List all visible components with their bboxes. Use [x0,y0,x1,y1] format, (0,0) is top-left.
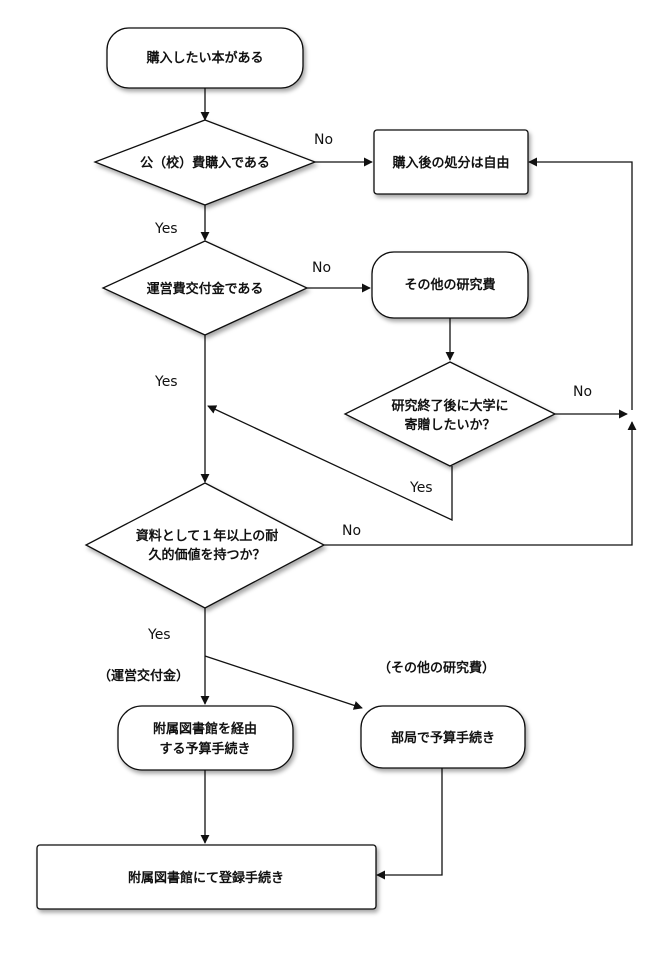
label-no-operating: No [312,260,331,276]
label-yes-operating: Yes [154,374,178,390]
edge-dept-to-final [376,768,443,880]
edge-labels: No Yes No Yes No Yes No Yes （運営交付金） （その他… [98,132,592,684]
other-funds-shape [371,251,529,319]
library-budget-shape [117,705,294,771]
label-no-donate: No [573,384,592,400]
node-start: 購入したい本がある [106,27,304,89]
edge-right-up-to-free [528,157,633,410]
q-public-shape [93,119,317,206]
q-operating-shape [101,240,309,336]
edge-donate-yes-back [207,405,453,522]
label-yes-public: Yes [154,221,178,237]
q-donate-shape [343,361,557,467]
note-other: （その他の研究費） [378,660,495,676]
q-durable-label-line1: 資料として１年以上の耐 [136,528,279,544]
start-shape [106,27,304,89]
edge-durable-yes-to-dept [204,655,363,710]
final-label: 附属図書館にて登録手続き [128,870,284,886]
node-q-donate: 研究終了後に大学に 寄贈したいか？ [343,361,557,467]
node-dept-budget: 部局で予算手続き [360,705,526,769]
edge-durable-no-up [324,421,637,546]
free-shape [373,129,529,195]
q-durable-shape [84,482,326,609]
label-no-public: No [314,132,333,148]
library-budget-label-line2: する予算手続き [159,741,250,757]
note-operating: （運営交付金） [98,668,189,684]
dept-budget-shape [360,705,526,769]
node-other-funds: その他の研究費 [371,251,529,319]
node-final: 附属図書館にて登録手続き [36,844,377,910]
node-q-public: 公（校）費購入である [93,119,317,206]
label-no-durable: No [342,523,361,539]
other-funds-label: その他の研究費 [404,277,495,293]
edges [200,88,637,880]
final-shape [36,844,377,910]
dept-budget-label: 部局で予算手続き [391,730,495,746]
q-durable-label-line2: 久的価値を持つか？ [148,547,265,563]
q-operating-label: 運営費交付金である [147,281,264,297]
node-library-budget: 附属図書館を経由 する予算手続き [117,705,294,771]
q-public-label: 公（校）費購入である [140,155,270,171]
node-free: 購入後の処分は自由 [373,129,529,195]
start-label: 購入したい本がある [145,50,263,66]
free-label: 購入後の処分は自由 [391,155,509,171]
node-q-operating: 運営費交付金である [101,240,309,336]
q-donate-label-line1: 研究終了後に大学に [391,398,508,414]
label-yes-durable: Yes [147,627,171,643]
q-donate-label-line2: 寄贈したいか？ [404,417,495,433]
label-yes-donate: Yes [409,480,433,496]
node-q-durable: 資料として１年以上の耐 久的価値を持つか？ [84,482,326,609]
library-budget-label-line1: 附属図書館を経由 [153,721,257,737]
